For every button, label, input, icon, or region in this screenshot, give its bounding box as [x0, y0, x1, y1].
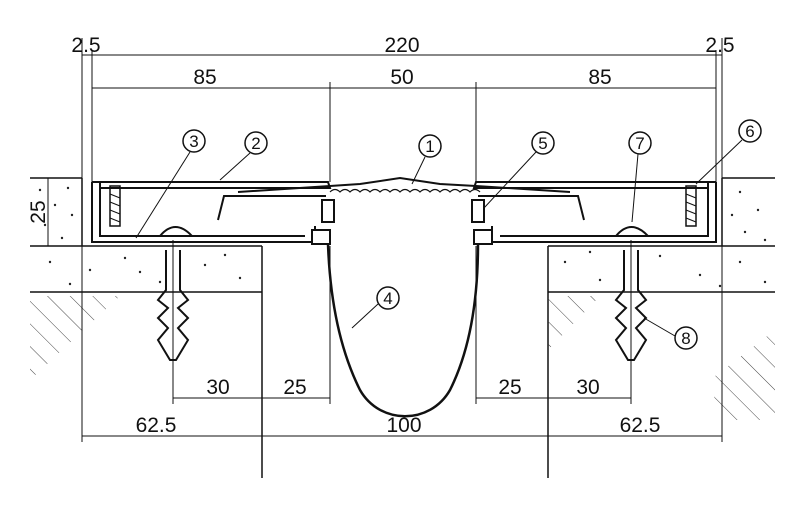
dim-upper-center: 50	[390, 66, 413, 89]
dimension-labels: 220 2.5 2.5 85 50 85 25 30 25 25 30 62.5…	[27, 34, 735, 437]
callout-7: 7	[635, 134, 644, 153]
callout-8: 8	[681, 329, 690, 348]
callout-4: 4	[383, 289, 392, 308]
dim-lower-right-inner: 30	[576, 376, 599, 399]
dim-bottom-left: 62.5	[136, 414, 177, 437]
callout-1: 1	[425, 137, 434, 156]
callouts: 1 2 3 4 5 6 7 8	[135, 119, 762, 350]
dim-upper-right: 85	[588, 66, 611, 89]
dim-lower-left-gap: 25	[283, 376, 306, 399]
callout-2: 2	[251, 134, 260, 153]
anchor-plug-icon	[614, 240, 648, 362]
dim-lower-right-gap: 25	[498, 376, 521, 399]
seal-membrane	[326, 243, 480, 418]
dim-total: 220	[384, 34, 419, 57]
dim-bottom-right: 62.5	[620, 414, 661, 437]
dim-bottom-center: 100	[386, 414, 421, 437]
dimension-lines	[47, 38, 723, 442]
callout-5: 5	[538, 134, 547, 153]
dim-right-gap: 2.5	[705, 34, 734, 57]
callout-6: 6	[745, 122, 754, 141]
anchor-plug-icon	[156, 240, 190, 362]
dim-height: 25	[27, 200, 50, 223]
concrete-structure	[30, 177, 775, 478]
callout-3: 3	[189, 132, 198, 151]
dim-lower-left-inner: 30	[206, 376, 229, 399]
dim-left-gap: 2.5	[71, 34, 100, 57]
screw-icon	[109, 185, 121, 227]
dim-upper-left: 85	[193, 66, 216, 89]
screw-icon	[685, 185, 697, 227]
joint-profiles	[91, 176, 717, 418]
